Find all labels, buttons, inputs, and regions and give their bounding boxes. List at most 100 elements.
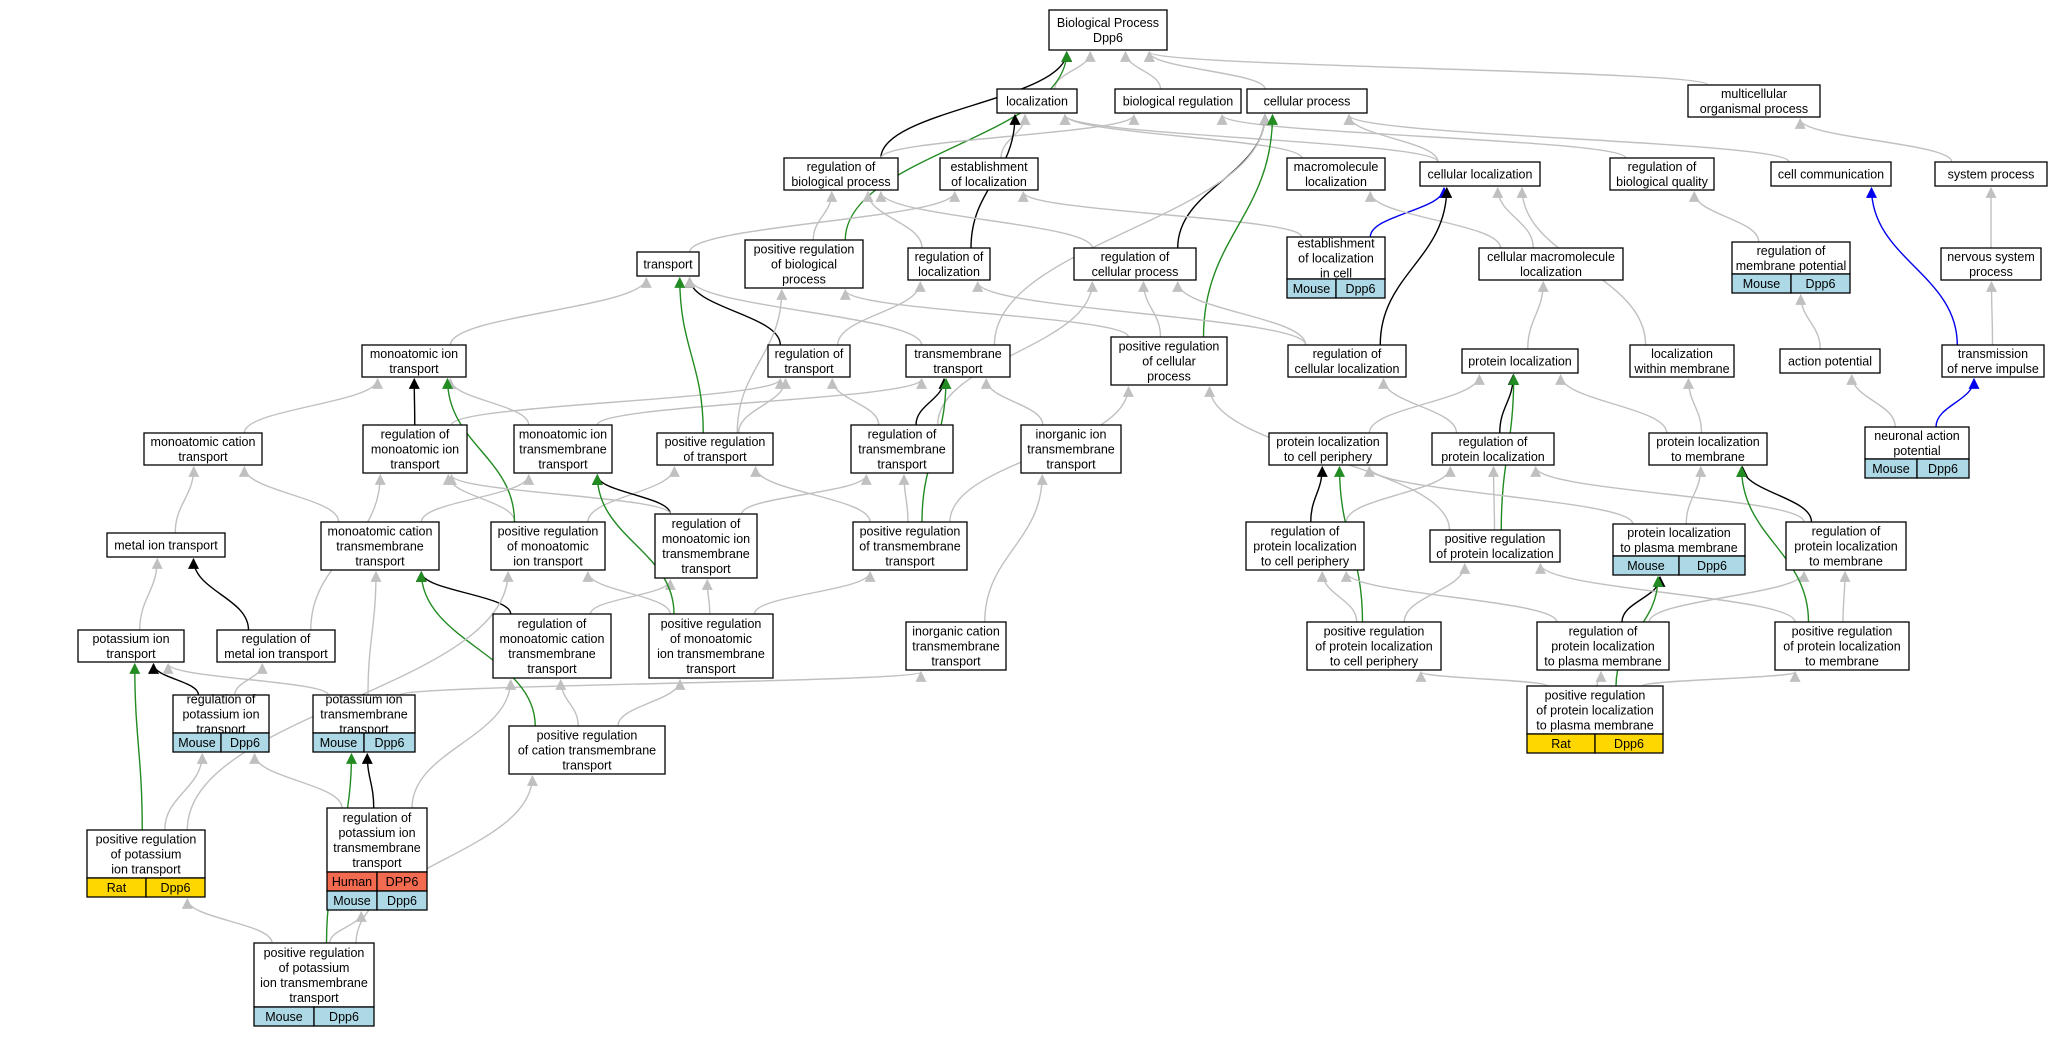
gene-cell: [313, 1006, 375, 1027]
node-box: [362, 424, 468, 474]
go-term-node-cellcomm[interactable]: cell communication: [1770, 161, 1892, 187]
node-box: [86, 829, 206, 879]
edge-neuronap-to-transnerve: [1935, 377, 1980, 428]
edge-bioreg-to-bp: [1120, 50, 1162, 90]
node-box: [1306, 621, 1442, 671]
node-box: [1629, 344, 1735, 378]
node-box: [907, 247, 991, 281]
go-term-node-transport[interactable]: transport: [636, 251, 700, 277]
node-label-line: transmembrane: [508, 647, 596, 661]
gene-cell: [1594, 733, 1664, 754]
edge-regpottm-to-regpot: [249, 752, 343, 809]
go-term-node-pottm[interactable]: potassium iontransmembranetransportMouse…: [312, 693, 416, 753]
node-box: [1110, 336, 1228, 386]
node-label-line: transmembrane: [662, 547, 750, 561]
go-term-node-loc[interactable]: localization: [996, 88, 1078, 114]
edge-metalion-to-monocat: [174, 465, 200, 534]
node-label-line: within membrane: [1633, 362, 1729, 376]
edge-posregprotmemb-to-regprotmemb: [1839, 570, 1851, 623]
node-box: [648, 613, 774, 679]
go-term-node-sysproc[interactable]: system process: [1934, 161, 2048, 187]
gene-label: Dpp6: [375, 736, 405, 750]
node-label-line: of protein localization: [1783, 640, 1900, 654]
go-term-node-actpot[interactable]: action potential: [1779, 348, 1881, 374]
node-label-line: to cell periphery: [1284, 450, 1373, 464]
edge-regmetal-to-metalion: [188, 557, 250, 631]
edge-regbio-to-bp: [880, 50, 1073, 159]
go-term-node-protloc[interactable]: protein localization: [1461, 348, 1579, 374]
node-label-line: transport: [389, 362, 439, 376]
edge-posregpot-to-regpot: [164, 752, 208, 831]
node-label-line: to cell periphery: [1261, 555, 1350, 569]
edge-posregperi-to-regprotperi: [1316, 570, 1358, 623]
node-label-line: regulation of: [381, 428, 450, 442]
go-term-node-bioreg[interactable]: biological regulation: [1114, 88, 1242, 114]
node-label-line: positive regulation: [498, 525, 599, 539]
node-label-line: to cell periphery: [1330, 655, 1419, 669]
go-term-node-cellloc[interactable]: cellular localization: [1419, 161, 1541, 187]
node-label-line: of protein localization: [1536, 704, 1653, 718]
species-label: Mouse: [320, 736, 358, 750]
edge-transnerve-to-nervsys: [1986, 280, 1998, 346]
go-term-node-cellproc[interactable]: cellular process: [1246, 88, 1368, 114]
node-box: [850, 424, 954, 474]
node-box: [1774, 621, 1910, 671]
node-label-line: establishment: [950, 160, 1028, 174]
edge-posregmonotm-to-posregmono: [582, 570, 671, 615]
go-term-node-metalion[interactable]: metal ion transport: [106, 532, 226, 558]
node-box: [996, 88, 1078, 114]
